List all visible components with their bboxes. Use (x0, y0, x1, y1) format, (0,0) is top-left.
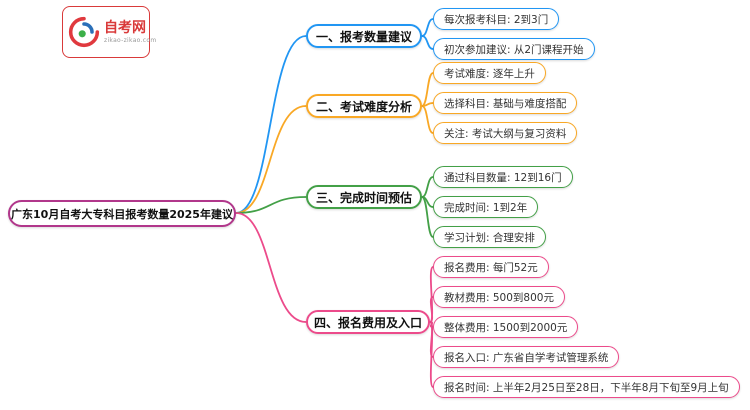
leaf-node-2-3: 关注: 考试大纲与复习资料 (433, 122, 578, 144)
logo-icon-red-arc (68, 16, 100, 48)
leaf-node-3-1: 通过科目数量: 12到16门 (433, 166, 573, 188)
leaf-node-3-2: 完成时间: 1到2年 (433, 196, 539, 218)
connector-root-branch1 (235, 35, 307, 214)
branch-node-1: 一、报考数量建议 (306, 24, 422, 48)
branch-node-2: 二、考试难度分析 (306, 94, 422, 118)
connector-branch2-leaf3 (421, 105, 434, 134)
logo-name: 自考网 (104, 20, 146, 37)
connector-branch4-leaf5 (429, 321, 434, 388)
leaf-node-4-3: 整体费用: 1500到2000元 (433, 316, 579, 338)
connector-branch1-leaf1 (421, 18, 434, 37)
leaf-node-4-5: 报名时间: 上半年2月25日至28日，下半年8月下旬至9月上旬 (433, 376, 740, 398)
leaf-node-4-1: 报名费用: 每门52元 (433, 256, 549, 278)
connector-root-branch2 (235, 105, 307, 214)
connector-branch1-leaf2 (421, 35, 434, 50)
connector-branch2-leaf1 (421, 72, 434, 107)
logo-text: 自考网 zikao-zikao.com (104, 20, 156, 44)
connector-branch3-leaf3 (421, 196, 434, 238)
logo-icon-blue-arc (82, 22, 94, 34)
leaf-node-1-1: 每次报考科目: 2到3门 (433, 8, 560, 30)
leaf-node-4-2: 教材费用: 500到800元 (433, 286, 565, 308)
connector-root-branch3 (235, 196, 307, 214)
branch-node-3: 三、完成时间预估 (306, 185, 422, 209)
connector-root-branch4 (235, 212, 307, 323)
site-logo: 自考网 zikao-zikao.com (62, 6, 156, 58)
logo-icon-green-dot (78, 30, 86, 38)
root-node: 广东10月自考大专科目报考数量2025年建议 (8, 200, 236, 227)
branch-node-4: 四、报名费用及入口 (306, 310, 430, 334)
leaf-node-2-1: 考试难度: 逐年上升 (433, 62, 546, 84)
leaf-node-1-2: 初次参加建议: 从2门课程开始 (433, 38, 595, 60)
logo-icon (68, 16, 100, 48)
leaf-node-4-4: 报名入口: 广东省自学考试管理系统 (433, 346, 620, 368)
logo-domain: zikao-zikao.com (104, 36, 157, 44)
leaf-node-2-2: 选择科目: 基础与难度搭配 (433, 92, 578, 114)
leaf-node-3-3: 学习计划: 合理安排 (433, 226, 546, 248)
connector-branch3-leaf1 (421, 176, 434, 198)
